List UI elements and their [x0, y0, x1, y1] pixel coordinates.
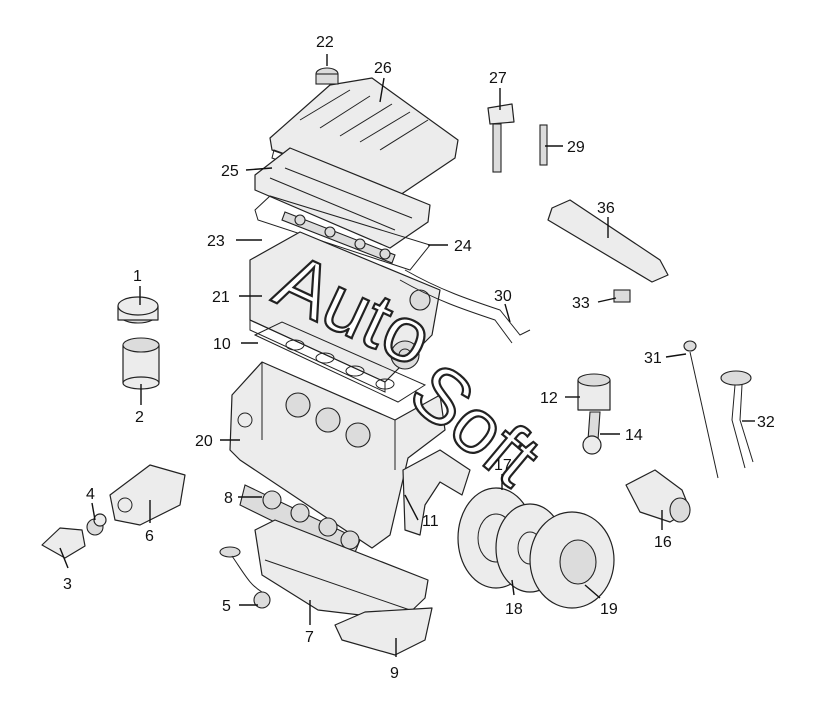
callout-30: 30	[494, 288, 512, 305]
callouts: 1 2 3 4 5 6 7 8 9 10 11 12 14 16 17 18 1…	[63, 34, 775, 682]
oil-pickup	[219, 546, 271, 609]
callout-2: 2	[135, 409, 144, 426]
callout-20: 20	[195, 433, 213, 450]
callout-31: 31	[644, 350, 662, 367]
callout-10: 10	[213, 336, 231, 353]
callout-36: 36	[597, 200, 615, 217]
clutch-pressure-plate	[529, 511, 615, 609]
callout-17: 17	[494, 457, 512, 474]
fuel-rail	[547, 199, 669, 283]
callout-29: 29	[567, 139, 585, 156]
callout-6: 6	[145, 528, 154, 545]
rear-plate	[402, 449, 471, 536]
callout-9: 9	[390, 665, 399, 682]
callout-11: 11	[422, 513, 439, 530]
ignition-coil	[487, 103, 515, 173]
piston	[577, 373, 611, 411]
head-gasket	[253, 321, 427, 403]
belt-tensioner	[117, 296, 159, 324]
callout-23: 23	[207, 233, 225, 250]
callout-3: 3	[63, 576, 72, 593]
callout-26: 26	[374, 60, 392, 77]
callout-24: 24	[454, 238, 472, 255]
sensor	[613, 289, 631, 303]
oil-filter	[122, 337, 160, 390]
callout-12: 12	[540, 390, 558, 407]
camshaft	[281, 211, 396, 264]
callout-27: 27	[489, 70, 507, 87]
callout-14: 14	[625, 427, 643, 444]
thermostat-housing	[109, 464, 186, 526]
callout-22: 22	[316, 34, 334, 51]
cover-gasket	[254, 195, 431, 271]
water-pipe	[399, 269, 531, 344]
oil-filler-cap	[315, 67, 339, 85]
dipstick-tube	[720, 370, 754, 469]
callout-4: 4	[86, 486, 95, 503]
cylinder-head	[249, 231, 441, 393]
callout-7: 7	[305, 629, 314, 646]
connecting-rod	[582, 411, 602, 455]
thermostat	[86, 513, 107, 536]
callout-32: 32	[757, 414, 775, 431]
water-outlet	[41, 527, 86, 559]
leader-lines	[59, 54, 755, 657]
callout-21: 21	[212, 289, 230, 306]
callout-1: 1	[133, 268, 142, 285]
callout-25: 25	[221, 163, 239, 180]
callout-8: 8	[224, 490, 233, 507]
callout-16: 16	[654, 534, 672, 551]
callout-33: 33	[572, 295, 590, 312]
spark-plug	[539, 124, 548, 166]
engine-block	[229, 361, 446, 549]
callout-5: 5	[222, 598, 231, 615]
starter-motor	[625, 469, 691, 523]
dipstick	[683, 340, 719, 479]
oil-pan-baffle	[334, 607, 433, 656]
callout-19: 19	[600, 601, 618, 618]
callout-18: 18	[505, 601, 523, 618]
cam-carrier	[254, 147, 431, 249]
